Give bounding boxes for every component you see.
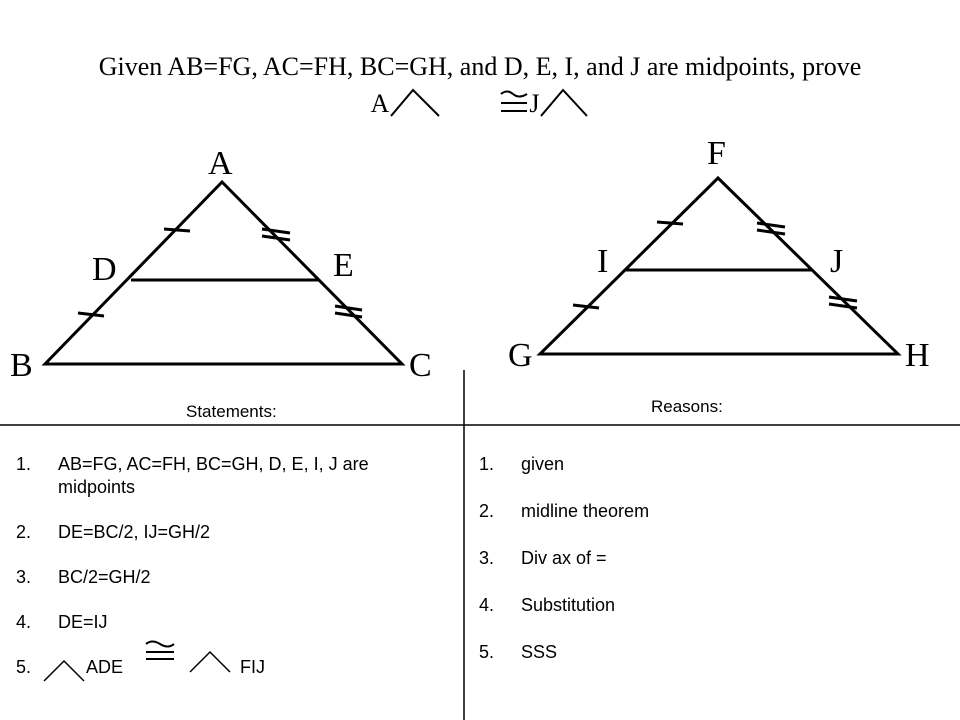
prove-right-label: J [529,89,540,118]
list-item: 5. ADE FIJ [16,640,446,682]
label-d: D [92,251,117,288]
statement-text: FIJ [240,657,265,677]
triangle-icon [540,88,589,117]
triangle-icon [390,88,441,117]
list-item: 5. SSS [479,641,939,664]
congruent-icon [145,640,175,660]
item-number: 3. [16,567,32,587]
item-number: 4. [479,595,495,615]
triangle-icon [189,650,231,673]
label-f: F [707,135,726,172]
list-item: 1. given [479,453,939,476]
statement-text: ADE [86,657,124,677]
list-item: 2. midline theorem [479,500,939,523]
reason-text: SSS [521,642,558,662]
triangle-abc [41,179,406,366]
label-b: B [10,347,33,384]
reason-text: Div ax of = [521,548,607,568]
statement-text: DE=IJ [58,612,108,632]
label-j: J [830,243,843,280]
item-number: 1. [479,454,495,474]
statements-list: 1. AB=FG, AC=FH, BC=GH, D, E, I, J are mi… [16,453,446,682]
label-h: H [905,337,930,374]
statements-header: Statements: [186,402,277,421]
list-item: 3. Div ax of = [479,547,939,570]
prove-left-label: A [370,89,390,118]
statement-text: AB=FG, AC=FH, BC=GH, D, E, I, J are midp… [58,454,369,497]
list-item: 3. BC/2=GH/2 [16,566,446,589]
statement-text: DE=BC/2, IJ=GH/2 [58,522,211,542]
label-a: A [208,145,233,182]
label-c: C [409,347,432,384]
reason-text: midline theorem [521,501,650,521]
list-item: 1. AB=FG, AC=FH, BC=GH, D, E, I, J are mi… [16,453,446,499]
item-number: 3. [479,548,495,568]
triangle-icon [43,659,85,682]
item-number: 5. [479,642,495,662]
reason-text: Substitution [521,595,616,615]
list-item: 4. Substitution [479,594,939,617]
congruent-icon [500,90,528,112]
label-i: I [597,243,608,280]
statement-text: BC/2=GH/2 [58,567,151,587]
label-g: G [508,337,533,374]
item-number: 2. [16,522,32,542]
reasons-header: Reasons: [651,397,723,416]
problem-statement: Given AB=FG, AC=FH, BC=GH, and D, E, I, … [98,52,862,81]
list-item: 4. DE=IJ [16,611,446,634]
label-e: E [333,247,354,284]
reason-text: given [521,454,565,474]
item-number: 4. [16,612,32,632]
item-number: 5. [16,657,32,677]
item-number: 1. [16,454,32,474]
list-item: 2. DE=BC/2, IJ=GH/2 [16,521,446,544]
item-number: 2. [479,501,495,521]
triangle-fgh [536,175,902,356]
reasons-list: 1.given 2.midline theorem 3.Div ax of = … [479,453,939,664]
